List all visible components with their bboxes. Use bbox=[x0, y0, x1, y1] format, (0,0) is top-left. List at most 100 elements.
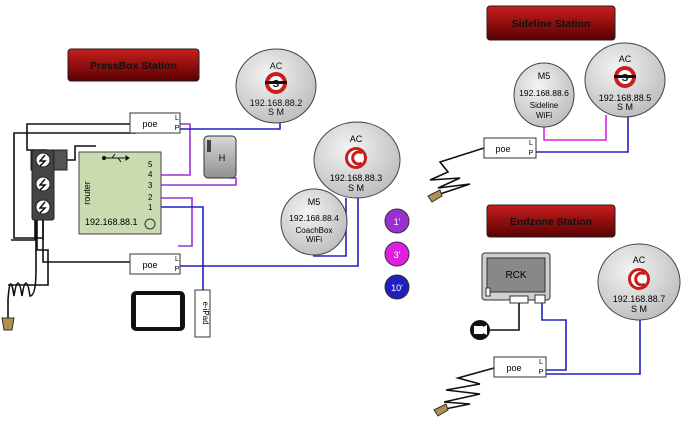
purple-cable bbox=[153, 123, 191, 176]
router: router 5 4 3 2 1 192.168.88.1 bbox=[78, 151, 162, 235]
poe-label: poe bbox=[495, 144, 510, 154]
pressbox-station-banner: PressBox Station bbox=[67, 48, 200, 82]
blue-cable bbox=[544, 316, 641, 375]
pressbox-station-title: PressBox Station bbox=[90, 60, 177, 72]
port-5-label: 5 bbox=[148, 160, 153, 169]
m5-label: M5 bbox=[308, 197, 321, 207]
power-outlet-icon bbox=[35, 176, 51, 192]
black-cable bbox=[429, 147, 485, 197]
power-outlet-icon bbox=[35, 199, 51, 215]
blue-cable bbox=[180, 198, 359, 267]
router-ip: 192.168.88.1 bbox=[85, 217, 138, 227]
poe-label: poe bbox=[506, 363, 521, 373]
endzone-station-banner: Endzone Station bbox=[486, 204, 616, 238]
router-label: router bbox=[82, 181, 92, 205]
ac-label: AC bbox=[350, 134, 363, 144]
port-1-label: 1 bbox=[148, 203, 153, 212]
port-4-label: 4 bbox=[148, 170, 153, 179]
blue-cable bbox=[536, 116, 629, 153]
poe-label: poe bbox=[142, 119, 157, 129]
poe-l-label: L bbox=[529, 140, 533, 147]
svg-text:S: S bbox=[622, 73, 629, 84]
poe-injector-3: poe L P bbox=[483, 137, 537, 159]
plug-icon bbox=[427, 189, 443, 203]
port-3-label: 3 bbox=[148, 181, 153, 190]
logo-c-icon bbox=[628, 268, 650, 290]
m5-ip: 192.168.88.6 bbox=[519, 88, 569, 98]
m5-sideline: M5 192.168.88.6 Sideline WiFi bbox=[513, 62, 575, 128]
sm-label: S M bbox=[617, 102, 633, 112]
sm-label: S M bbox=[631, 304, 647, 314]
ipad-label: e-iPad bbox=[201, 301, 210, 324]
plug-icon bbox=[433, 403, 449, 417]
m5-coachbox: M5 192.168.88.4 CoachBox WiFi bbox=[280, 188, 348, 256]
poe-p-label: P bbox=[539, 369, 544, 376]
power-strip bbox=[30, 149, 68, 221]
sm-label: S M bbox=[268, 107, 284, 117]
plug-icon bbox=[1, 317, 15, 331]
ac-label: AC bbox=[270, 61, 283, 71]
access-point-2: AC 192.168.88.3 S M bbox=[313, 121, 401, 199]
ac-ip: 192.168.88.7 bbox=[613, 294, 666, 304]
m5-desc: WiFi bbox=[536, 111, 552, 120]
ipad-icon bbox=[131, 291, 185, 331]
poe-label: poe bbox=[142, 260, 157, 270]
m5-desc: Sideline bbox=[530, 101, 559, 110]
poe-l-label: L bbox=[539, 359, 543, 366]
ac-ip: 192.168.88.3 bbox=[330, 173, 383, 183]
magenta-cable bbox=[543, 115, 607, 141]
power-outlet-icon bbox=[35, 152, 51, 168]
legend-3ft: 3' bbox=[394, 250, 401, 260]
poe-injector-1: poe L P bbox=[129, 112, 181, 134]
poe-l-label: L bbox=[175, 256, 179, 263]
sideline-station-title: Sideline Station bbox=[512, 18, 591, 30]
blue-cable bbox=[153, 206, 204, 290]
poe-p-label: P bbox=[175, 125, 180, 132]
sm-label: S M bbox=[348, 183, 364, 193]
camera-icon bbox=[470, 320, 490, 340]
serial-port-icon bbox=[509, 295, 529, 304]
m5-desc: CoachBox bbox=[296, 226, 333, 235]
m5-label: M5 bbox=[538, 71, 551, 81]
network-hub: H bbox=[203, 135, 237, 179]
ac-ip: 192.168.88.2 bbox=[250, 98, 303, 108]
access-point-4: AC 192.168.88.7 S M bbox=[597, 243, 681, 321]
black-cable bbox=[490, 300, 520, 331]
hub-label: H bbox=[219, 153, 226, 163]
sideline-station-banner: Sideline Station bbox=[486, 5, 616, 41]
m5-desc: WiFi bbox=[306, 235, 322, 244]
poe-p-label: P bbox=[529, 150, 534, 157]
black-cable bbox=[439, 367, 495, 411]
poe-injector-4: poe L P bbox=[493, 356, 547, 378]
access-point-1: AC S 192.168.88.2 S M bbox=[235, 48, 317, 124]
ethernet-port-icon bbox=[534, 294, 546, 304]
logo-c-icon bbox=[345, 147, 367, 169]
port-2-label: 2 bbox=[148, 193, 153, 202]
rck-unit: RCK bbox=[481, 252, 551, 304]
poe-injector-2: poe L P bbox=[129, 253, 181, 275]
black-cable bbox=[13, 132, 136, 239]
m5-ip: 192.168.88.4 bbox=[289, 213, 339, 223]
legend-1ft: 1' bbox=[394, 217, 401, 227]
ipad-connector: e-iPad bbox=[194, 289, 211, 338]
endzone-station-title: Endzone Station bbox=[510, 216, 592, 228]
coiled-cable bbox=[7, 210, 37, 318]
ac-label: AC bbox=[619, 54, 632, 64]
cable-length-legend: 1' 3' 10' bbox=[384, 208, 410, 300]
purple-cable bbox=[153, 197, 193, 247]
reset-button-icon bbox=[144, 218, 156, 230]
logo-s-icon: S bbox=[614, 66, 636, 88]
purple-cable bbox=[153, 177, 237, 186]
poe-l-label: L bbox=[175, 115, 179, 122]
logo-s-icon: S bbox=[265, 72, 287, 94]
ac-ip: 192.168.88.5 bbox=[599, 93, 652, 103]
access-point-3: AC S 192.168.88.5 S M bbox=[584, 42, 666, 118]
poe-p-label: P bbox=[175, 266, 180, 273]
legend-10ft: 10' bbox=[391, 283, 403, 293]
blue-cable bbox=[541, 300, 567, 371]
ac-label: AC bbox=[633, 255, 646, 265]
usb-icon bbox=[101, 153, 130, 163]
rck-label: RCK bbox=[505, 270, 526, 281]
svg-text:S: S bbox=[273, 79, 280, 90]
